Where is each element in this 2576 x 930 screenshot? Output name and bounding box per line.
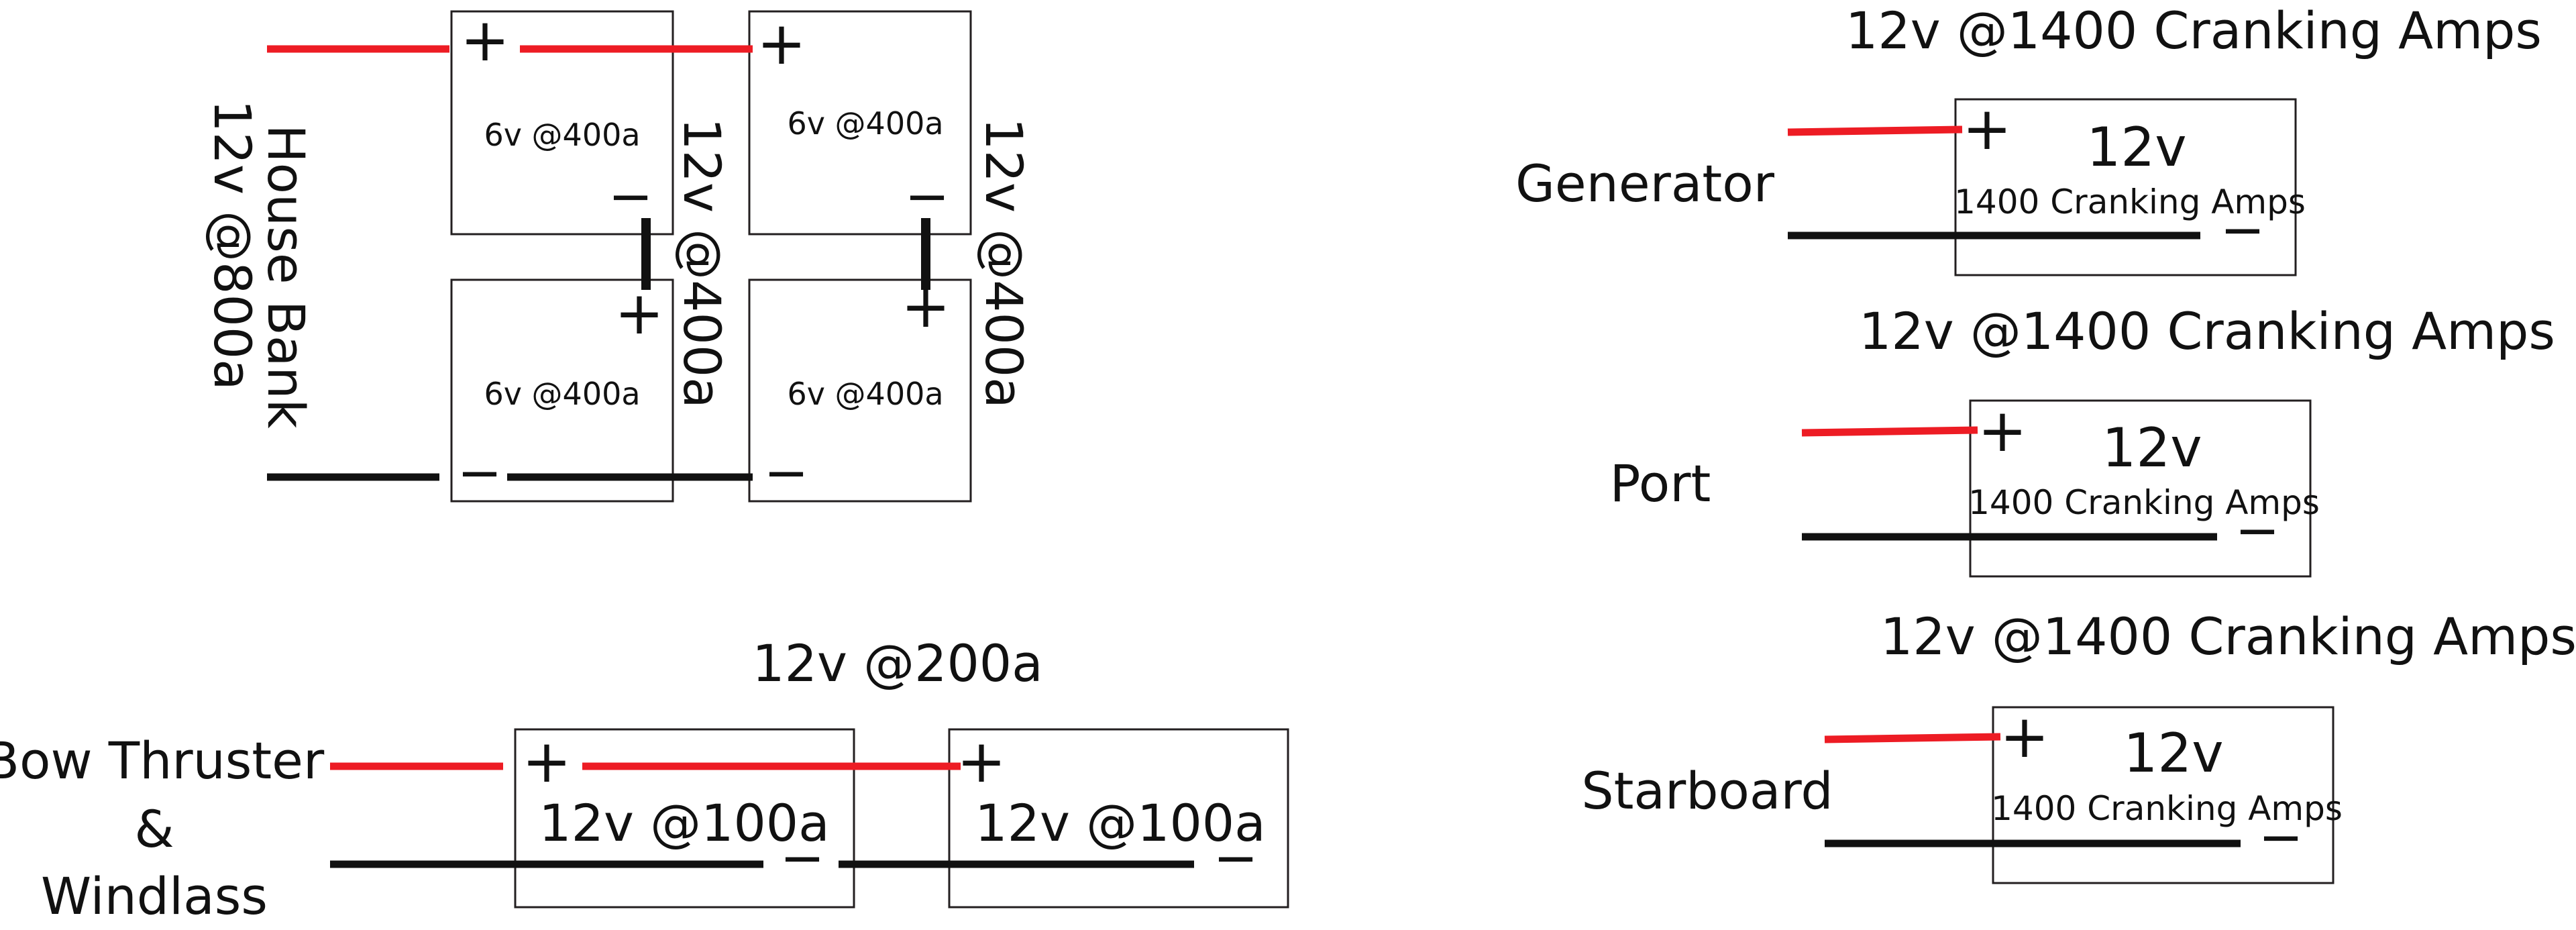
start-battery-name: Port (1610, 454, 1711, 513)
start-battery-box (1969, 399, 2312, 578)
plus-terminal: + (901, 272, 951, 341)
pair-label-left: 12v @400a (672, 117, 732, 408)
minus-terminal: − (763, 442, 808, 504)
windlass-label: Windlass (41, 866, 268, 926)
minus-terminal: − (457, 442, 502, 504)
plus-terminal: + (460, 5, 510, 74)
minus-terminal: − (904, 165, 949, 227)
bow-thruster-ampersand: & (134, 799, 174, 859)
positive-wire (1824, 733, 2001, 743)
house-battery-label: 6v @400a (484, 117, 640, 153)
house-battery-label: 6v @400a (787, 105, 943, 142)
bow-battery-label: 12v @100a (539, 793, 829, 853)
bow-battery-right (948, 728, 1289, 909)
bow-thruster-label: Bow Thruster (0, 731, 325, 790)
start-battery-header: 12v @1400 Cranking Amps (1880, 607, 2576, 666)
plus-terminal: + (614, 278, 664, 348)
plus-terminal: + (522, 727, 572, 796)
plus-terminal: + (1978, 396, 2027, 465)
start-battery-box (1992, 706, 2334, 884)
start-battery-rating: 1400 Cranking Amps (1968, 483, 2320, 522)
minus-terminal: − (2220, 199, 2265, 261)
pair-label-right: 12v @400a (974, 117, 1034, 408)
minus-terminal: − (780, 827, 824, 889)
start-battery-port: 12v @1400 Cranking Amps Port + − 12v 140… (1610, 301, 2555, 578)
house-bank-rating: 12v @800a (203, 99, 262, 390)
positive-wire (1787, 125, 1963, 136)
start-battery-rating: 1400 Cranking Amps (1991, 789, 2343, 828)
minus-terminal: − (1213, 827, 1258, 889)
bow-battery-label: 12v @100a (975, 793, 1265, 853)
bow-thruster-bank: Bow Thruster & Windlass 12v @200a 12v @1… (0, 633, 1289, 926)
house-battery-top-right (748, 10, 972, 236)
plus-terminal: + (1962, 94, 2012, 163)
bow-bank-rating: 12v @200a (752, 633, 1042, 693)
start-battery-name: Generator (1515, 154, 1775, 213)
house-battery-bottom-right (748, 278, 972, 503)
start-battery-box (1954, 98, 2297, 276)
bow-battery-left (514, 728, 855, 909)
house-battery-label: 6v @400a (484, 376, 640, 412)
start-battery-starboard: 12v @1400 Cranking Amps Starboard + − 12… (1581, 607, 2576, 884)
start-battery-voltage: 12v (2086, 116, 2186, 178)
house-bank: 6v @400a 6v @400a 6v @400a 6v @400a + + … (203, 5, 1034, 504)
plus-terminal: + (957, 727, 1006, 796)
start-battery-generator: 12v @1400 Cranking Amps Generator + − 12… (1515, 1, 2542, 276)
plus-terminal: + (757, 9, 806, 78)
start-battery-rating: 1400 Cranking Amps (1954, 183, 2306, 221)
start-battery-header: 12v @1400 Cranking Amps (1845, 1, 2542, 60)
house-battery-label: 6v @400a (787, 376, 943, 412)
house-bank-title: House Bank (256, 124, 316, 428)
positive-wire (1801, 426, 1978, 437)
minus-terminal: − (2258, 806, 2303, 868)
plus-terminal: + (2000, 702, 2049, 771)
start-battery-header: 12v @1400 Cranking Amps (1859, 301, 2555, 361)
start-battery-voltage: 12v (2102, 417, 2202, 479)
start-battery-name: Starboard (1581, 761, 1833, 821)
start-battery-voltage: 12v (2123, 722, 2223, 784)
minus-terminal: − (2235, 499, 2279, 562)
house-battery-bottom-left (450, 278, 674, 503)
minus-terminal: − (608, 165, 653, 227)
